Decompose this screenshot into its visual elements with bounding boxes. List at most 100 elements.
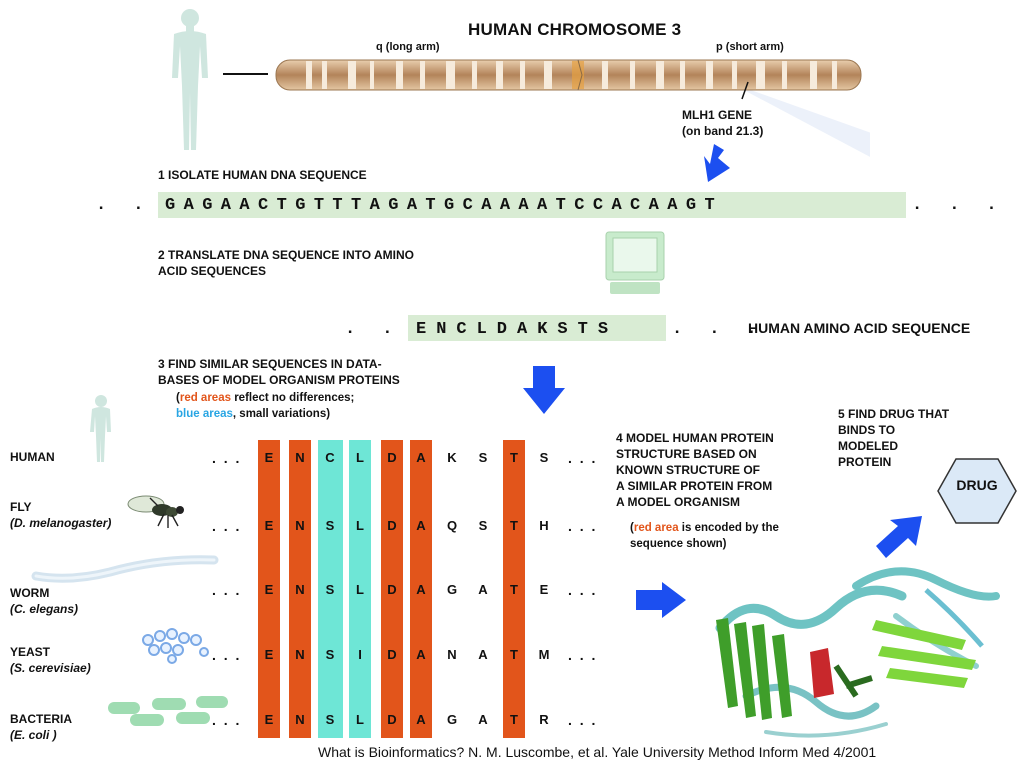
residue-yeast: T [510,647,518,662]
residue-human: K [447,450,457,465]
residue-yeast: N [447,647,457,662]
residue-human: T [510,450,518,465]
worm-icon [31,555,219,583]
organism-name: YEAST [10,645,51,659]
residue-bacteria: T [510,712,518,727]
step1-label: 1 ISOLATE HUMAN DNA SEQUENCE [158,168,367,182]
organism-name: HUMAN [10,450,55,464]
step5-label: 5 FIND DRUG THAT BINDS TO MODELED PROTEI… [838,407,950,469]
residue-bacteria: N [295,712,305,727]
residue-worm: G [446,582,458,597]
organism-sci: (E. coli ) [10,728,57,742]
organism-name: FLY [10,500,32,514]
residue-bacteria: A [416,712,426,727]
residue-worm: T [510,582,518,597]
step2-label: 2 TRANSLATE DNA SEQUENCE INTO AMINO ACID… [158,248,415,278]
row-lead-dots: . . . [212,518,242,534]
column-red [381,440,403,738]
column-red [410,440,432,738]
legend-red-text: reflect no differences; [231,392,355,404]
row-lead-dots: . . . [212,450,242,466]
dna-trail-dots: . . . [912,196,1006,215]
residue-fly: H [539,518,549,533]
residue-worm: N [295,582,305,597]
bacteria-icon [108,696,228,726]
fly-icon [127,495,184,528]
amino-trail-dots: . . . [672,320,766,339]
column-cyan [349,440,371,738]
residue-bacteria: L [356,712,364,727]
down-arrow-icon [704,144,730,182]
amino-sequence-box [408,315,666,341]
residue-bacteria: D [387,712,397,727]
right-arrow-icon [636,582,686,618]
residue-fly: S [325,518,335,533]
row-trail-dots: . . . [568,647,598,663]
chromosome-title: HUMAN CHROMOSOME 3 [468,20,682,39]
residue-human: A [416,450,426,465]
column-red [503,440,525,738]
residue-bacteria: S [325,712,335,727]
residue-bacteria: E [264,712,274,727]
residue-bacteria: A [478,712,488,727]
step3-legend-red: (red areas reflect no differences; [176,392,354,404]
dna-sequence-box [158,192,906,218]
p-arm-label: p (short arm) [716,41,784,53]
citation-footer: What is Bioinformatics? N. M. Luscombe, … [318,744,877,760]
residue-yeast: N [295,647,305,662]
gene-band-label: (on band 21.3) [682,124,764,138]
residue-fly: T [510,518,518,533]
residue-yeast: S [325,647,335,662]
column-red [289,440,311,738]
residue-worm: A [478,582,488,597]
residue-fly: E [264,518,274,533]
organism-sci: (C. elegans) [10,602,79,616]
legend-red-term: red areas [179,392,231,404]
row-lead-dots: . . . [212,582,242,598]
row-trail-dots: . . . [568,712,598,728]
up-right-arrow-icon [876,516,922,558]
step4-note-text: is encoded by the sequence shown) [630,522,779,550]
step4-red-term: red area [633,522,679,534]
residue-worm: E [539,582,549,597]
row-lead-dots: . . . [212,712,242,728]
legend-blue-text: , small variations) [232,408,331,420]
step4-paren: ( [630,522,634,534]
residue-human: S [478,450,488,465]
drug-label: DRUG [956,477,998,493]
residue-yeast: M [538,647,550,662]
residue-human: N [295,450,305,465]
residue-human: S [539,450,549,465]
yeast-icon [142,628,209,664]
column-red [258,440,280,738]
computer-icon [605,231,665,294]
step3-legend-blue: blue areas, small variations) [176,408,330,420]
residue-human: D [387,450,397,465]
residue-yeast: E [264,647,274,662]
column-cyan [318,440,343,738]
row-lead-dots: . . . [212,647,242,663]
residue-fly: D [387,518,397,533]
row-trail-dots: . . . [568,450,598,466]
residue-human: C [325,450,335,465]
step4-label: 4 MODEL HUMAN PROTEIN [616,431,774,445]
residue-bacteria: R [539,712,549,727]
residue-yeast: D [387,647,397,662]
residue-worm: D [387,582,397,597]
step4-text: STRUCTURE BASED ON KNOWN STRUCTURE OF A … [616,447,773,509]
step3-label: 3 FIND SIMILAR SEQUENCES IN DATA- BASES … [158,357,400,387]
residue-worm: A [416,582,426,597]
row-trail-dots: . . . [568,582,598,598]
residue-yeast: A [416,647,426,662]
residue-fly: A [416,518,426,533]
residue-worm: E [264,582,274,597]
q-arm-label: q (long arm) [376,41,440,53]
amino-caption: HUMAN AMINO ACID SEQUENCE [748,320,971,336]
organism-name: WORM [10,586,50,600]
chromosome-diagram [223,59,870,157]
residue-bacteria: G [446,712,458,727]
down-arrow-icon [523,366,565,414]
residue-fly: L [356,518,364,533]
residue-yeast: A [478,647,488,662]
